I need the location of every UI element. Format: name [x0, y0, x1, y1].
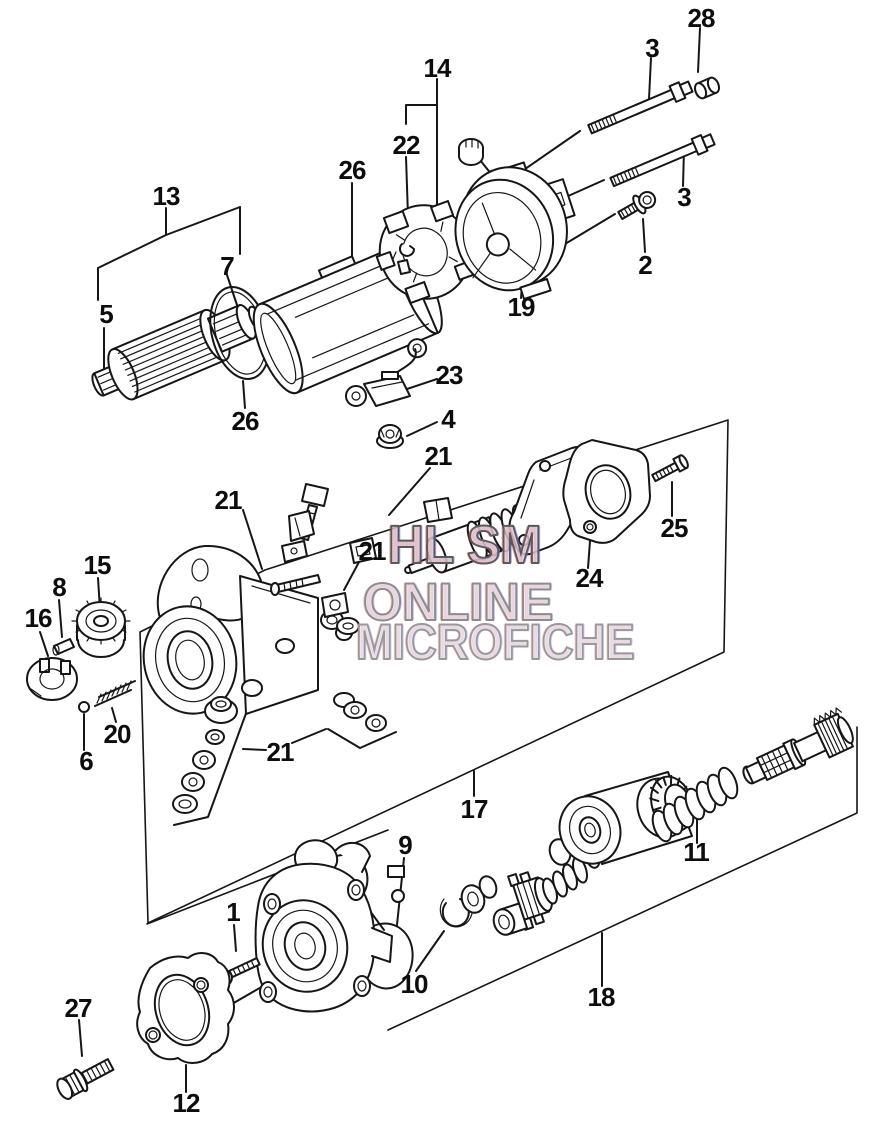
part-label-8: 8: [52, 572, 66, 602]
solenoid-hardware-drawing: [270, 483, 453, 635]
part-label-13: 13: [153, 181, 180, 211]
part-label-23: 23: [436, 360, 463, 390]
part-label-25: 25: [661, 513, 688, 543]
part-label-24: 24: [576, 563, 604, 593]
part-label-15: 15: [84, 550, 111, 580]
leader-lines: [39, 27, 701, 1093]
gasket-pair-drawing: [508, 439, 651, 556]
terminal-drawing: [345, 348, 417, 407]
part-label-9: 9: [398, 830, 412, 860]
part-label-11: 11: [683, 837, 709, 867]
bolt-25-drawing: [651, 454, 689, 483]
ball-6-drawing: [78, 701, 90, 713]
part-label-6: 6: [79, 746, 93, 776]
part-label-21c: 21: [359, 536, 386, 566]
part-label-3a: 3: [645, 33, 659, 63]
stop-rings-drawing: [460, 875, 498, 914]
pin-8-drawing: [52, 638, 75, 656]
part-label-20: 20: [104, 719, 131, 749]
part-label-21d: 21: [267, 737, 294, 767]
through-bolt-upper-drawing: [587, 80, 694, 135]
nut-4-drawing: [376, 424, 404, 449]
solenoid-cover-drawing: [142, 544, 353, 715]
part-label-4: 4: [441, 404, 456, 434]
part-label-2: 2: [638, 250, 652, 280]
part-label-10: 10: [401, 969, 428, 999]
part-label-26a: 26: [339, 155, 366, 185]
part-label-16: 16: [25, 603, 52, 633]
part-label-19: 19: [508, 292, 535, 322]
screw-2-drawing: [617, 191, 657, 220]
washer-stack-drawing: [172, 692, 387, 814]
part-label-28: 28: [688, 3, 715, 33]
bolt-27-drawing: [56, 1058, 115, 1100]
spring-11-drawing: [651, 766, 739, 843]
part-label-7: 7: [220, 251, 234, 281]
coupler-16-drawing: [26, 657, 78, 701]
part-label-17: 17: [461, 794, 488, 824]
through-bolt-lower-drawing: [609, 133, 716, 188]
group-outline-boxes: [139, 419, 858, 1031]
part-label-27: 27: [65, 993, 92, 1023]
part-label-18: 18: [588, 982, 615, 1012]
cap-drawing: [458, 138, 484, 166]
end-frame-drawing: [454, 161, 576, 301]
part-label-21b: 21: [215, 485, 242, 515]
part-label-22: 22: [393, 130, 420, 160]
brush-clip-drawing: [392, 243, 415, 275]
pinion-gear-drawing: [492, 871, 553, 936]
part-label-5: 5: [99, 299, 113, 329]
part-label-21a: 21: [425, 441, 452, 471]
armature-drawing: [91, 303, 272, 401]
part-label-12: 12: [173, 1088, 200, 1118]
part-label-3b: 3: [677, 182, 691, 212]
part-label-14: 14: [424, 53, 452, 83]
spring-20-drawing: [94, 680, 136, 707]
part-label-26b: 26: [232, 406, 259, 436]
gear-15-drawing: [71, 597, 131, 658]
drive-shaft-drawing: [742, 707, 854, 785]
terminal-cap-drawing: [693, 76, 721, 100]
part-label-1: 1: [226, 897, 240, 927]
gear-case-drawing: [254, 839, 393, 1013]
gasket-12-drawing: [136, 952, 235, 1064]
